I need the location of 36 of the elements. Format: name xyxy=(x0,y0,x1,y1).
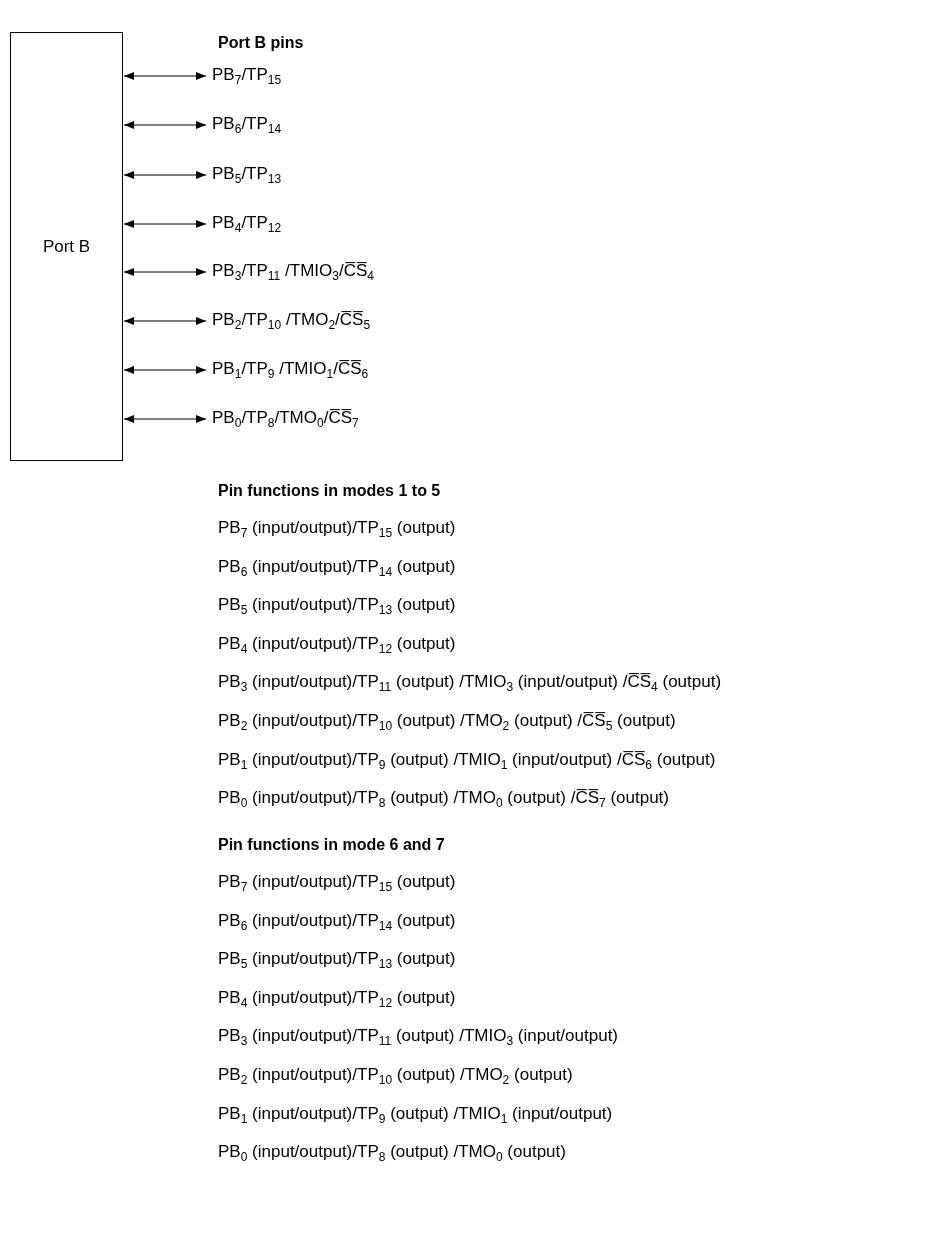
double-arrow xyxy=(123,268,207,276)
pin-function-text: PB$_{4}$ (input/output)/TP$_{12}$ (output) xyxy=(218,632,456,655)
section-heading: Pin functions in modes 1 to 5 xyxy=(218,481,441,501)
pin-function-text: PB$_{4}$ (input/output)/TP$_{12}$ (output) xyxy=(218,986,456,1009)
pin-function-text: PB$_{0}$ (input/output)/TP$_{8}$ (output) /TMO$_{0}$ (output) xyxy=(218,1141,566,1164)
double-arrow xyxy=(123,415,207,423)
pin-function-text: PB$_{6}$ (input/output)/TP$_{14}$ (output) xyxy=(218,555,456,578)
pin-function-text: PB$_{1}$ (input/output)/TP$_{9}$ (output) /TMIO$_{1}$ (input/output) xyxy=(218,1102,613,1125)
pin-function-text: PB$_{3}$ (input/output)/TP$_{11}$ (output) /TMIO$_{3}$ (input/output) xyxy=(218,1025,619,1048)
pin-function-text: PB$_{5}$ (input/output)/TP$_{13}$ (output) xyxy=(218,594,456,617)
pin-function-text: PB$_{5}$ (input/output)/TP$_{13}$ (output) xyxy=(218,948,456,971)
pin-function-text: PB$_{2}$ (input/output)/TP$_{10}$ (output) /TMO$_{2}$ (output) xyxy=(218,1064,573,1086)
pin-label: PB$_{5}$/TP$_{13}$ xyxy=(212,163,282,185)
double-arrow xyxy=(123,317,207,325)
pin-label: PB$_{0}$/TP$_{8}$/TMO$_{0}$/C̅S̅$_{7}$ xyxy=(212,407,359,429)
pin-function-text: PB$_{6}$ (input/output)/TP$_{14}$ (output) xyxy=(218,909,456,932)
double-arrow xyxy=(123,220,207,228)
double-arrow xyxy=(123,72,207,80)
pin-function-text: PB$_{3}$ (input/output)/TP$_{11}$ (output) /TMIO$_{3}$ (input/output) /C̅S̅$_{4}$ (output) xyxy=(218,671,722,694)
pin-label: PB$_{6}$/TP$_{14}$ xyxy=(212,113,282,135)
double-arrow xyxy=(123,121,207,129)
pin-function-text: PB$_{0}$ (input/output)/TP$_{8}$ (output) /TMO$_{0}$ (output) /C̅S̅$_{7}$ (output) xyxy=(218,787,669,810)
pin-label: PB$_{7}$/TP$_{15}$ xyxy=(212,64,282,86)
pin-function-text: PB$_{7}$ (input/output)/TP$_{15}$ (output) xyxy=(218,871,456,893)
pin-label: PB$_{4}$/TP$_{12}$ xyxy=(212,212,282,234)
pin-label: PB$_{3}$/TP$_{11}$ /TMIO$_{3}$/C̅S̅$_{4}$ xyxy=(212,260,374,282)
port-block: Port B xyxy=(10,32,123,461)
pin-function-text: PB$_{2}$ (input/output)/TP$_{10}$ (output) /TMO$_{2}$ (output) /C̅S̅$_{5}$ (output) xyxy=(218,710,676,732)
pin-function-text: PB$_{1}$ (input/output)/TP$_{9}$ (output) /TMIO$_{1}$ (input/output) /C̅S̅$_{6}$ (output) xyxy=(218,748,716,771)
section-heading: Pin functions in mode 6 and 7 xyxy=(218,835,445,855)
pin-label: PB$_{2}$/TP$_{10}$ /TMO$_{2}$/C̅S̅$_{5}$ xyxy=(212,309,371,331)
double-arrow xyxy=(123,171,207,179)
pin-function-text: PB$_{7}$ (input/output)/TP$_{15}$ (output) xyxy=(218,517,456,539)
pin-label: PB$_{1}$/TP$_{9}$ /TMIO$_{1}$/C̅S̅$_{6}$ xyxy=(212,358,369,380)
double-arrow xyxy=(123,366,207,374)
heading: Port B pins xyxy=(218,33,304,53)
